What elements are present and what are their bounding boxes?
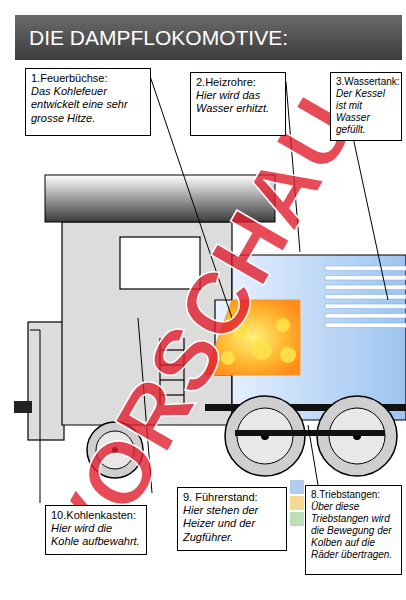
title: DIE DAMPFLOKOMOTIVE: (15, 15, 402, 60)
callout-text: Hier stehen der Heizer und der Zugführer… (183, 504, 281, 544)
callout-text: Hier wird das Wasser erhitzt. (196, 89, 280, 115)
callout-heading: 10.Kohlenkasten: (51, 509, 141, 522)
coal-box (28, 322, 64, 440)
callout-box: 3.Wassertank:Der Kessel ist mit Wasser g… (330, 72, 402, 141)
callout-box: 1.Feuerbüchse:Das Kohlefeuer entwickelt … (25, 68, 151, 136)
buffer (14, 401, 32, 413)
callout-text: Hier wird die Kohle aufbewahrt. (51, 522, 141, 548)
callout-box: 10.Kohlenkasten:Hier wird die Kohle aufb… (45, 505, 147, 555)
callout-heading: 8.Triebstangen: (311, 489, 396, 501)
title-bar: DIE DAMPFLOKOMOTIVE: (15, 15, 402, 60)
callout-text: Der Kessel ist mit Wasser gefüllt. (336, 88, 396, 136)
callout-text: Über diese Triebstangen wird die Bewegun… (311, 501, 396, 561)
logo (290, 480, 304, 526)
callout-box: 2.Heizrohre:Hier wird das Wasser erhitzt… (190, 72, 286, 136)
callout-heading: 1.Feuerbüchse: (31, 72, 145, 85)
heating-tubes (325, 266, 406, 328)
callout-text: Das Kohlefeuer entwickelt eine sehr gros… (31, 85, 145, 125)
callout-box: 9. Führerstand:Hier stehen der Heizer un… (177, 487, 287, 551)
callout-heading: 9. Führerstand: (183, 491, 281, 504)
callout-box: 8.Triebstangen:Über diese Triebstangen w… (305, 485, 402, 575)
callout-heading: 3.Wassertank: (336, 76, 396, 88)
callout-heading: 2.Heizrohre: (196, 76, 280, 89)
